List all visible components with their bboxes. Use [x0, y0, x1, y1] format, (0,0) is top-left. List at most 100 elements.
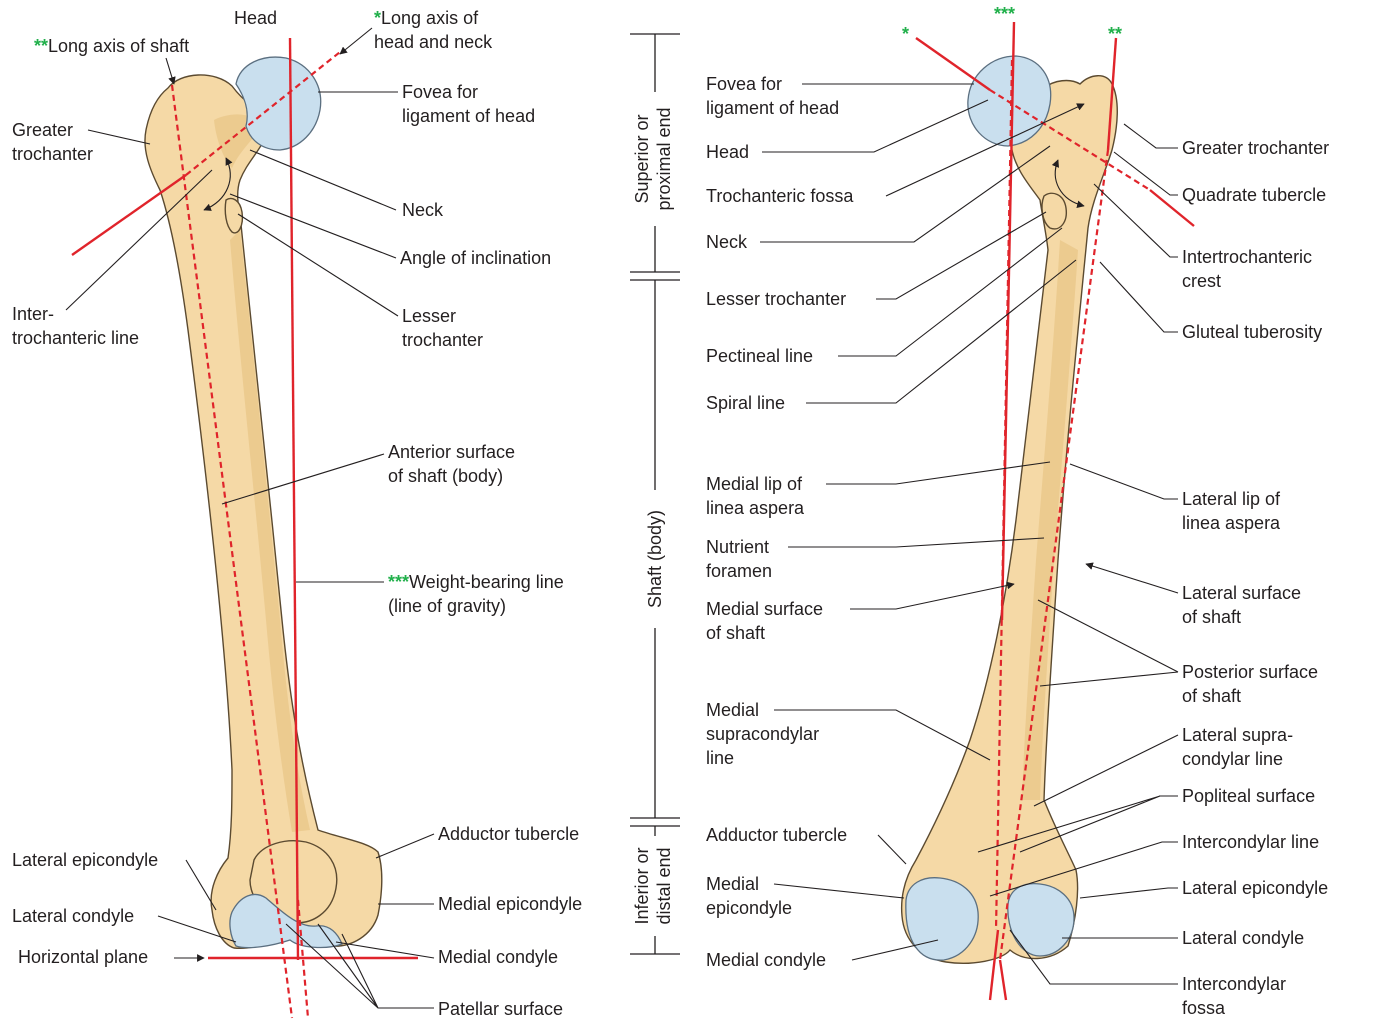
label-p-lateral-condyle: Lateral condyle — [1182, 928, 1304, 948]
label-lateral-epicondyle: Lateral epicondyle — [12, 850, 158, 870]
leader-adductor-tubercle — [376, 834, 434, 858]
label-p-posterior-surface-1: Posterior surface — [1182, 662, 1318, 682]
label-long-axis-head-neck-text: Long axis of — [381, 8, 479, 28]
label-p-intercondylar-fossa-2: fossa — [1182, 998, 1226, 1018]
label-p-medial-condyle: Medial condyle — [706, 950, 826, 970]
leader-p-medial-epicondyle — [774, 884, 904, 898]
label-p-medial-supracondylar-3: line — [706, 748, 734, 768]
label-p-nutrient-foramen-1: Nutrient — [706, 537, 769, 557]
label-p-lateral-epicondyle: Lateral epicondyle — [1182, 878, 1328, 898]
label-p-medial-epicondyle-1: Medial — [706, 874, 759, 894]
leader-p-lateral-supracondylar — [1034, 735, 1178, 806]
label-angle-of-inclination: Angle of inclination — [400, 248, 551, 268]
leader-p-lesser-trochanter — [876, 212, 1046, 299]
region-superior-2: proximal end — [654, 107, 674, 210]
label-p-nutrient-foramen-2: foramen — [706, 561, 772, 581]
label-p-intertrochanteric-crest-1: Intertrochanteric — [1182, 247, 1312, 267]
label-greater-trochanter-2: trochanter — [12, 144, 93, 164]
label-p-lateral-supracondylar-2: condylar line — [1182, 749, 1283, 769]
label-medial-epicondyle: Medial epicondyle — [438, 894, 582, 914]
label-p-fovea-2: ligament of head — [706, 98, 839, 118]
label-p-lateral-surface-2: of shaft — [1182, 607, 1241, 627]
label-fovea-2: ligament of head — [402, 106, 535, 126]
label-p-medial-supracondylar-2: supracondylar — [706, 724, 819, 744]
label-anterior-surface-2: of shaft (body) — [388, 466, 503, 486]
label-p-lesser-trochanter: Lesser trochanter — [706, 289, 846, 309]
region-inferior-2: distal end — [654, 847, 674, 924]
label-p-intercondylar-fossa-1: Intercondylar — [1182, 974, 1286, 994]
label-head: Head — [234, 8, 277, 28]
leader-p-medial-lip — [826, 462, 1050, 484]
label-p-medial-surface-1: Medial surface — [706, 599, 823, 619]
label-p-intertrochanteric-crest-2: crest — [1182, 271, 1221, 291]
anterior-view: Head **Long axis of shaft * Long axis of … — [12, 8, 582, 1019]
label-medial-condyle: Medial condyle — [438, 947, 558, 967]
label-p-intercondylar-line: Intercondylar line — [1182, 832, 1319, 852]
leader-p-lateral-surface — [1086, 564, 1178, 593]
leader-p-lateral-epicondyle — [1080, 888, 1178, 898]
label-p-medial-lip-2: linea aspera — [706, 498, 805, 518]
leader-p-greater-trochanter — [1124, 124, 1178, 148]
leader-p-intertrochanteric-crest — [1094, 184, 1178, 257]
label-p-lateral-lip-2: linea aspera — [1182, 513, 1281, 533]
label-weight-bearing: ***Weight-bearing line — [388, 572, 564, 592]
label-intertrochanteric-line-1: Inter- — [12, 304, 54, 324]
label-p-gluteal-tuberosity: Gluteal tuberosity — [1182, 322, 1322, 342]
leader-long-axis-shaft — [166, 58, 174, 84]
region-bracket: Superior or proximal end Shaft (body) In… — [630, 34, 680, 954]
posterior-view: * *** ** Fovea for ligament of head Head… — [706, 4, 1329, 1018]
leader-p-gluteal-tuberosity — [1100, 262, 1178, 332]
label-long-axis-head-neck-2: head and neck — [374, 32, 493, 52]
label-p-greater-trochanter: Greater trochanter — [1182, 138, 1329, 158]
label-neck: Neck — [402, 200, 444, 220]
leader-lateral-epicondyle — [186, 860, 216, 910]
leader-greater-trochanter — [88, 130, 150, 144]
marker-shaft-axis: ** — [1108, 24, 1122, 44]
label-p-adductor-tubercle: Adductor tubercle — [706, 825, 847, 845]
region-shaft: Shaft (body) — [645, 510, 665, 608]
label-p-lateral-supracondylar-1: Lateral supra- — [1182, 725, 1293, 745]
label-p-spiral-line: Spiral line — [706, 393, 785, 413]
label-adductor-tubercle: Adductor tubercle — [438, 824, 579, 844]
label-p-popliteal-surface: Popliteal surface — [1182, 786, 1315, 806]
label-fovea-1: Fovea for — [402, 82, 478, 102]
posterior-head-neck-axis — [916, 38, 990, 90]
label-long-axis-shaft-text: Long axis of shaft — [48, 36, 189, 56]
region-superior-1: Superior or — [632, 114, 652, 203]
leader-long-axis-head-neck — [340, 28, 372, 54]
leader-p-adductor-tubercle — [878, 835, 906, 864]
label-lateral-condyle: Lateral condyle — [12, 906, 134, 926]
label-lesser-trochanter-1: Lesser — [402, 306, 456, 326]
label-horizontal-plane: Horizontal plane — [18, 947, 148, 967]
label-p-medial-epicondyle-2: epicondyle — [706, 898, 792, 918]
leader-medial-condyle — [336, 942, 434, 958]
label-p-neck: Neck — [706, 232, 748, 252]
leader-p-nutrient-foramen — [788, 538, 1044, 547]
marker-head-neck-axis: * — [902, 24, 909, 44]
label-patellar-surface: Patellar surface — [438, 999, 563, 1019]
label-p-head: Head — [706, 142, 749, 162]
posterior-shaft-axis-lower — [1000, 960, 1006, 1000]
label-long-axis-shaft: **Long axis of shaft — [34, 36, 189, 56]
label-greater-trochanter-1: Greater — [12, 120, 73, 140]
leader-p-posterior-surface — [1038, 600, 1178, 686]
leader-lesser-trochanter — [238, 214, 398, 316]
label-p-trochanteric-fossa: Trochanteric fossa — [706, 186, 854, 206]
leader-neck — [250, 150, 396, 210]
label-p-pectineal-line: Pectineal line — [706, 346, 813, 366]
label-p-quadrate-tubercle: Quadrate tubercle — [1182, 185, 1326, 205]
label-p-medial-surface-2: of shaft — [706, 623, 765, 643]
label-p-medial-supracondylar-1: Medial — [706, 700, 759, 720]
label-p-lateral-surface-1: Lateral surface — [1182, 583, 1301, 603]
region-inferior-1: Inferior or — [632, 847, 652, 924]
label-p-lateral-lip-1: Lateral lip of — [1182, 489, 1281, 509]
leader-p-pectineal-line — [838, 228, 1062, 356]
label-intertrochanteric-line-2: trochanteric line — [12, 328, 139, 348]
label-weight-bearing-text: Weight-bearing line — [409, 572, 564, 592]
marker-star: * — [374, 8, 381, 28]
leader-p-medial-surface — [850, 584, 1014, 609]
posterior-medial-condyle — [906, 878, 978, 960]
label-p-medial-lip-1: Medial lip of — [706, 474, 803, 494]
